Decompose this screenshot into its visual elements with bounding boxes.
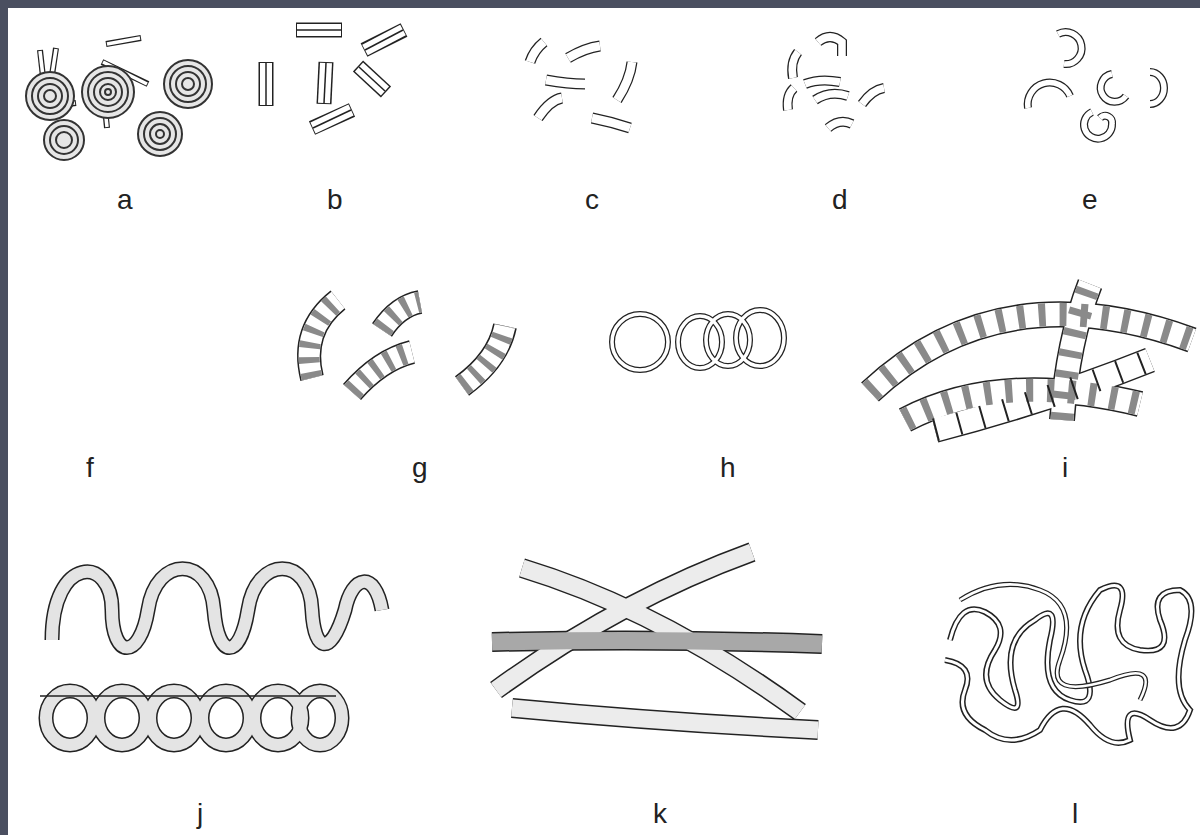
chip-snarl	[945, 584, 1191, 742]
figure-letter: c	[585, 186, 599, 214]
chip-long-tubes	[870, 284, 1192, 430]
chip-long-ribbons	[492, 552, 822, 730]
figure-letter: g	[412, 454, 428, 482]
chip-strips	[266, 30, 404, 128]
figure-letter: d	[832, 186, 848, 214]
chip-loose-helix	[612, 310, 784, 370]
chip-wave-coil	[40, 569, 382, 745]
figure-letter: f	[86, 454, 94, 482]
figure-letter: j	[197, 800, 203, 828]
figure-letter: h	[720, 454, 736, 482]
figure-letter: l	[1072, 800, 1078, 828]
chip-c-shapes	[1028, 32, 1164, 139]
figure-letter: k	[653, 800, 667, 828]
chip-arcs	[530, 42, 632, 128]
chip-curls	[788, 37, 884, 128]
figure-letter: e	[1082, 186, 1098, 214]
figure-letter: i	[1062, 454, 1068, 482]
figure-letter: a	[117, 186, 133, 214]
chip-spirals	[26, 60, 212, 160]
figure-letter: b	[327, 186, 343, 214]
chip-short-tubes	[309, 300, 505, 392]
